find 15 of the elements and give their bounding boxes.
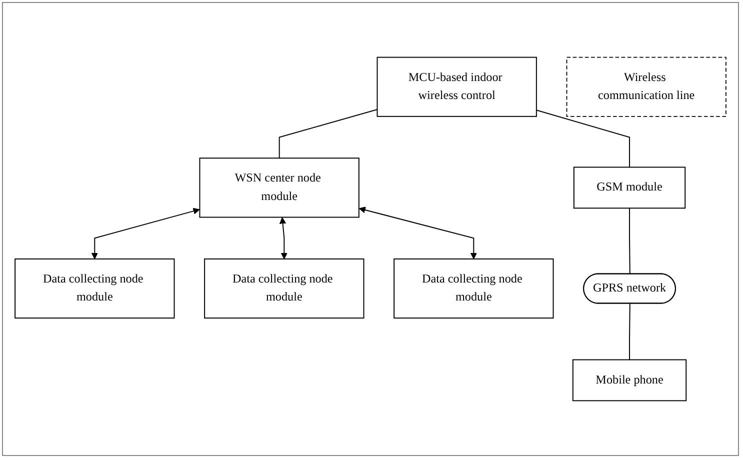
arrow <box>279 217 288 260</box>
connector <box>278 108 378 159</box>
node-box: Data collecting node module <box>204 258 364 319</box>
connector <box>629 208 630 275</box>
node-box: Data collecting node module <box>394 258 554 319</box>
arrow <box>358 206 477 260</box>
node-box: Data collecting node module <box>14 258 175 319</box>
node-box: Wireless communication line <box>566 56 726 117</box>
node-box: WSN center node module <box>199 158 360 218</box>
connector <box>536 110 630 168</box>
connector <box>629 303 630 360</box>
node-box: Mobile phone <box>572 359 687 402</box>
node-box: MCU-based indoor wireless control <box>376 56 537 117</box>
arrow <box>91 208 200 260</box>
node-box: GSM module <box>573 166 686 209</box>
